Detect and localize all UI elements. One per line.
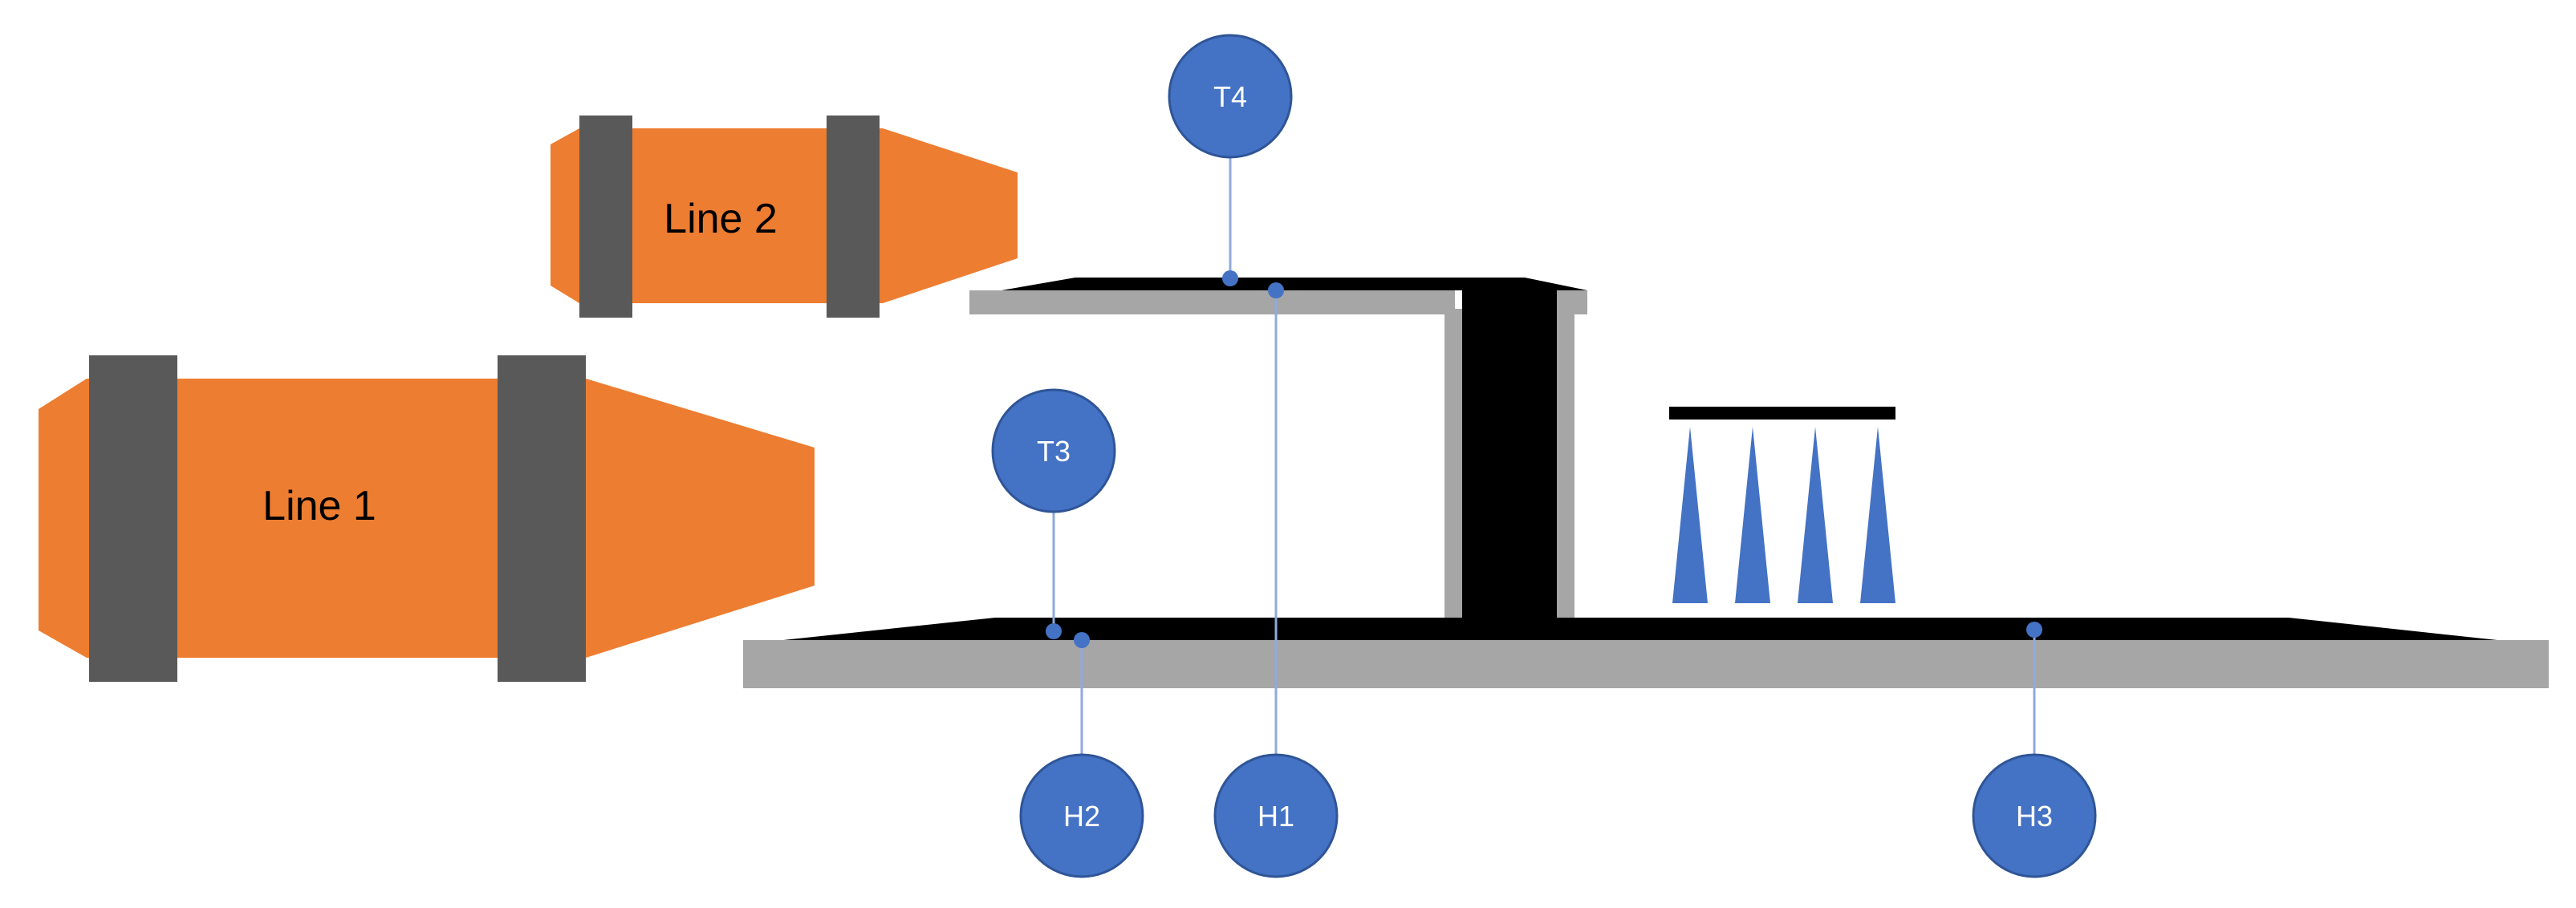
center-column (1462, 285, 1557, 620)
line-1-band-left (89, 355, 177, 682)
floor-gray (743, 640, 2549, 688)
marker-t3[interactable]: T3 (991, 388, 1116, 639)
marker-h3-circle (1972, 753, 2097, 878)
spray-cone-3 (1798, 427, 1833, 603)
left-post (1444, 309, 1462, 620)
marker-h2-label: H2 (1063, 800, 1100, 833)
line-1-label: Line 1 (262, 483, 376, 529)
marker-t3-label: T3 (1037, 435, 1071, 468)
upper-platform-gray-left (969, 290, 1455, 314)
marker-h3-label: H3 (2016, 800, 2053, 833)
floor-black-strip (783, 618, 2497, 640)
marker-t3-circle (991, 388, 1116, 513)
marker-h3-point (2026, 622, 2042, 638)
marker-h1[interactable]: H1 (1213, 282, 1339, 878)
line-1-body (39, 379, 815, 658)
upper-platform-black-strip (1002, 278, 1587, 290)
marker-h1-circle (1213, 753, 1339, 878)
marker-h2-circle (1019, 753, 1144, 878)
floor (743, 618, 2549, 688)
marker-t4[interactable]: T4 (1168, 34, 1293, 286)
marker-t4-point (1222, 270, 1238, 286)
marker-h2-point (1074, 632, 1090, 648)
line-2-body (551, 128, 1018, 303)
marker-t3-point (1046, 623, 1062, 639)
line-2-band-left (579, 116, 632, 318)
marker-h1-label: H1 (1258, 800, 1294, 833)
line-1-duct[interactable]: Line 1 (39, 355, 815, 682)
line-2-label: Line 2 (664, 196, 778, 242)
line-1-band-right (498, 355, 586, 682)
right-post (1557, 309, 1574, 620)
marker-t4-label: T4 (1213, 80, 1247, 113)
marker-t4-circle (1168, 34, 1293, 159)
spray-cone-1 (1672, 427, 1708, 603)
marker-h2[interactable]: H2 (1019, 632, 1144, 878)
upper-platform (969, 278, 1587, 620)
spray-cone-2 (1735, 427, 1770, 603)
line-2-band-right (827, 116, 880, 318)
spray-nozzle-icon (1669, 407, 1895, 603)
line-2-duct[interactable]: Line 2 (551, 116, 1018, 318)
marker-h1-point (1268, 282, 1284, 298)
marker-h3[interactable]: H3 (1972, 622, 2097, 878)
sprayer-bar (1669, 407, 1895, 420)
spray-cone-4 (1860, 427, 1895, 603)
